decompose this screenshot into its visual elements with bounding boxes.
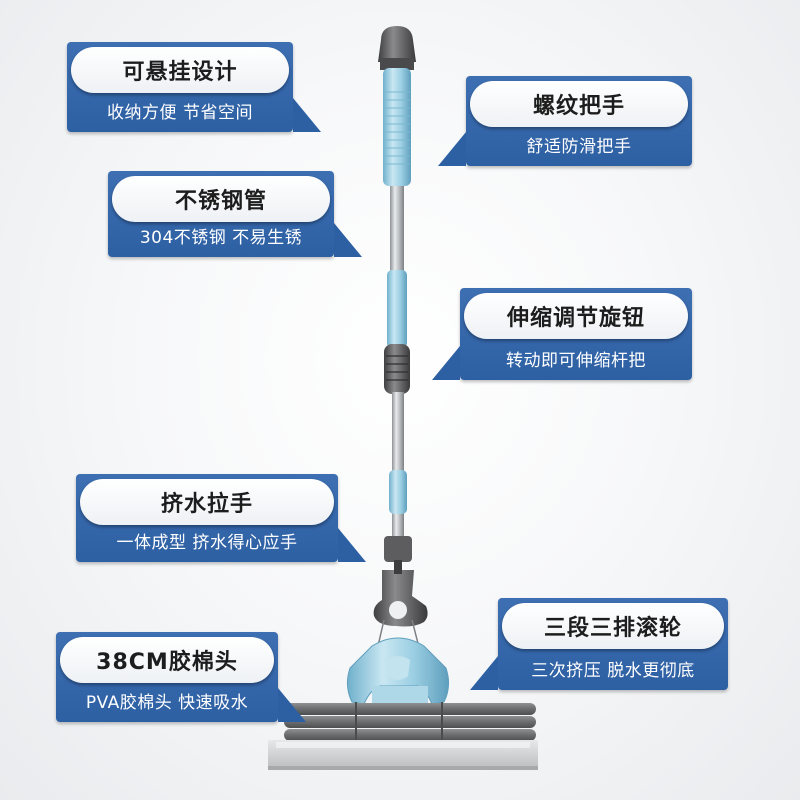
adjustment-knob bbox=[384, 344, 410, 394]
steel-tube-upper bbox=[390, 186, 404, 274]
hanging-cap bbox=[378, 26, 416, 70]
callout-hanging-design: 可悬挂设计 收纳方便 节省空间 bbox=[67, 42, 321, 132]
callout-title: 不锈钢管 bbox=[112, 176, 330, 222]
mop-head-bracket bbox=[346, 637, 450, 708]
steel-tube-lower bbox=[392, 392, 404, 542]
rollers bbox=[284, 702, 536, 742]
blue-sleeve bbox=[387, 270, 407, 348]
callout-title: 伸缩调节旋钮 bbox=[464, 293, 688, 339]
callout-title: 挤水拉手 bbox=[80, 479, 334, 525]
callout-subtitle: 舒适防滑把手 bbox=[526, 136, 632, 157]
callout-squeeze-handle: 挤水拉手 一体成型 挤水得心应手 bbox=[76, 474, 366, 562]
callout-adjust-knob: 伸缩调节旋钮 转动即可伸缩杆把 bbox=[432, 288, 692, 380]
callout-title: 可悬挂设计 bbox=[71, 47, 289, 93]
threaded-handle bbox=[383, 68, 411, 186]
callout-subtitle: 304不锈钢 不易生锈 bbox=[139, 227, 303, 248]
callout-subtitle: PVA胶棉头 快速吸水 bbox=[85, 692, 249, 713]
callout-subtitle: 一体成型 挤水得心应手 bbox=[116, 532, 298, 553]
callout-threaded-handle: 螺纹把手 舒适防滑把手 bbox=[438, 76, 692, 166]
sponge-head bbox=[268, 740, 538, 770]
callout-subtitle: 转动即可伸缩杆把 bbox=[506, 350, 646, 371]
callout-title: 三段三排滚轮 bbox=[502, 603, 724, 649]
callout-subtitle: 收纳方便 节省空间 bbox=[107, 102, 253, 123]
squeeze-lever bbox=[365, 536, 433, 699]
callout-title: 螺纹把手 bbox=[470, 81, 688, 127]
callout-stainless-tube: 不锈钢管 304不锈钢 不易生锈 bbox=[108, 171, 362, 257]
callout-sponge-head: 38CM胶棉头 PVA胶棉头 快速吸水 bbox=[56, 632, 306, 722]
callout-title: 38CM胶棉头 bbox=[60, 637, 274, 683]
callout-three-rollers: 三段三排滚轮 三次挤压 脱水更彻底 bbox=[470, 598, 728, 690]
callout-subtitle: 三次挤压 脱水更彻底 bbox=[531, 660, 695, 681]
